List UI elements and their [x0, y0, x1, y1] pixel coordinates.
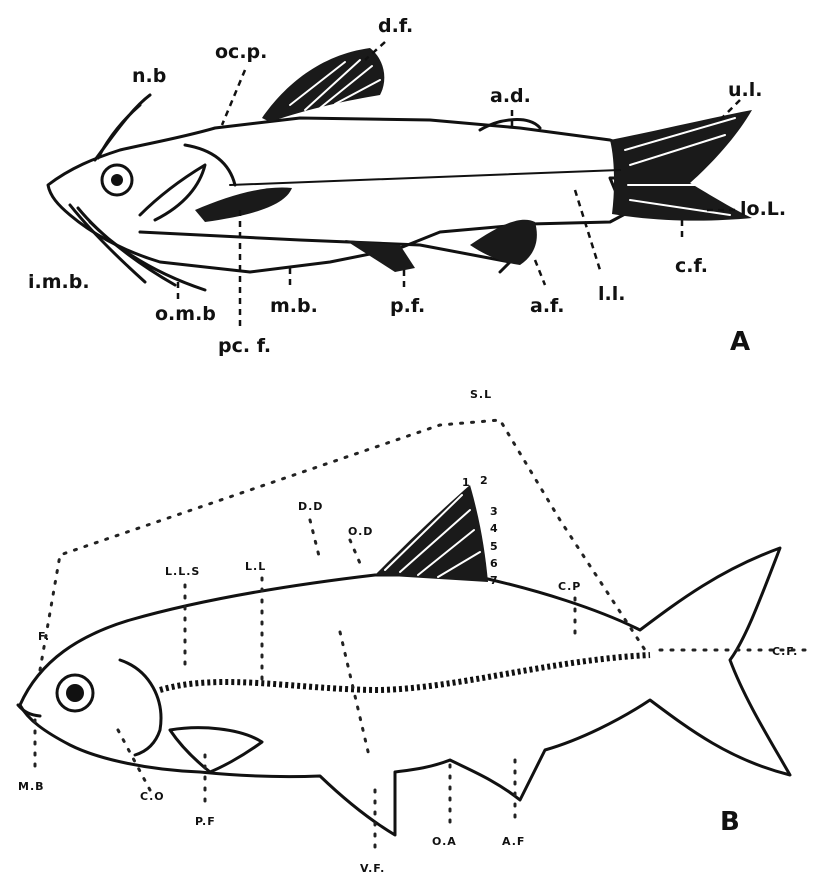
label-imb: i.m.b.: [28, 271, 90, 293]
label-lol: lo.L.: [740, 198, 786, 220]
label-oa: O.A: [432, 835, 457, 848]
catfish-lateral-line: [230, 170, 620, 185]
label-ocp: oc.p.: [215, 41, 267, 63]
ray-number: 4: [490, 522, 499, 535]
label-dd: D.D: [298, 500, 323, 513]
label-cf: c.f.: [675, 255, 708, 277]
label-ul: u.l.: [728, 79, 762, 101]
label-cf: C.F.: [772, 645, 798, 658]
carp-mouth: [18, 705, 40, 716]
ray-number: 2: [480, 474, 489, 487]
label-df: d.f.: [378, 15, 413, 37]
label-lls: L.L.S: [165, 565, 200, 578]
panel-a-catfish: n.b oc.p. d.f. a.d. u.l. lo.L. c.f. l.l.…: [28, 15, 786, 357]
label-od: O.D: [348, 525, 373, 538]
label-ll: L.L: [245, 560, 266, 573]
label-nb: n.b: [132, 65, 166, 87]
label-ad: a.d.: [490, 85, 531, 107]
label-af: a.f.: [530, 295, 564, 317]
label-pf: P.F: [195, 815, 216, 828]
catfish-pupil: [111, 174, 123, 186]
label-co: C.O: [140, 790, 165, 803]
label-sl: S.L: [470, 388, 492, 401]
label-pf: p.f.: [390, 295, 425, 317]
carp-pupil: [66, 684, 84, 702]
label-cp: C.P: [558, 580, 581, 593]
label-vf: V.F.: [360, 862, 385, 875]
catfish-pectoral-fin: [195, 187, 292, 222]
carp-pectoral-fin: [170, 728, 262, 772]
ray-number: 3: [490, 505, 499, 518]
label-omb: o.m.b: [155, 303, 216, 325]
catfish-body-outline: [48, 118, 640, 272]
standard-length-line: [40, 420, 645, 670]
ray-number: 6: [490, 557, 499, 570]
label-mb: M.B: [18, 780, 45, 793]
label-f: F.: [38, 630, 50, 643]
catfish-head-plate: [185, 145, 235, 185]
carp-body-outline: [20, 548, 790, 835]
label-mb: m.b.: [270, 295, 318, 317]
panel-b-carp: 1 2 3 4 5 6 7 S.L D.D O.D L.L.S L.L C.P …: [18, 388, 805, 875]
label-pcf: pc. f.: [218, 335, 271, 357]
label-ll: l.l.: [598, 283, 625, 305]
carp-lateral-line: [160, 655, 650, 690]
catfish-anal-fin: [470, 220, 537, 265]
ray-number: 5: [490, 540, 499, 553]
label-af: A.F: [502, 835, 525, 848]
ray-number: 7: [490, 574, 499, 587]
carp-operculum: [120, 660, 161, 755]
panel-letter-a: A: [730, 327, 750, 357]
catfish-mandibular-barbels: [70, 205, 205, 290]
ray-number: 1: [462, 476, 471, 489]
catfish-gill-cover: [140, 165, 205, 220]
panel-letter-b: B: [720, 807, 740, 837]
